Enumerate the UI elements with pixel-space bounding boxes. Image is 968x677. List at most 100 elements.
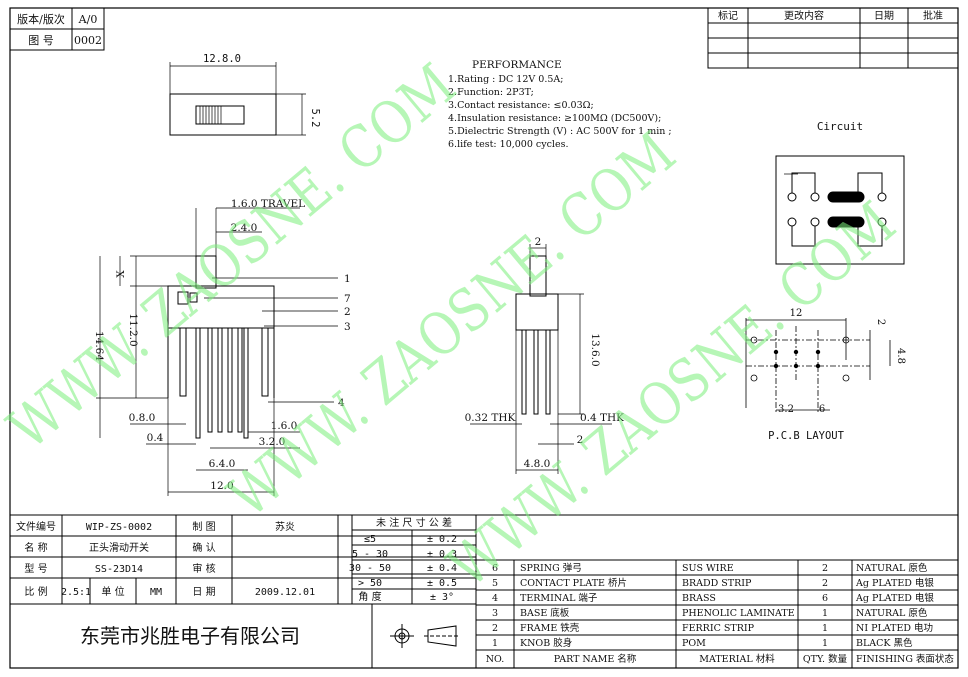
- tol-range: 角 度: [358, 590, 381, 603]
- bom-no: 6: [492, 563, 498, 574]
- bom-finish: Ag PLATED 电银: [855, 577, 934, 589]
- model-value: SS-23D14: [95, 564, 143, 575]
- bom-finish: NATURAL 原色: [856, 562, 928, 574]
- bom-header-part: PART NAME 名称: [554, 653, 637, 665]
- bom-part: BASE 底板: [520, 607, 570, 619]
- bom-material: FERRIC STRIP: [682, 623, 755, 634]
- tol-value: ± 0.3: [427, 549, 457, 560]
- file-no-label: 文件编号: [16, 520, 56, 533]
- unit-value: MM: [150, 587, 162, 598]
- bom-no: 5: [492, 578, 498, 589]
- dim-12: 12.0: [210, 480, 233, 492]
- performance-block: PERFORMANCE 1.Rating : DC 12V 0.5A; 2.Fu…: [448, 59, 672, 150]
- model-label: 型 号: [24, 562, 47, 575]
- dim-3-2: 3.2.0: [259, 436, 286, 448]
- drawn-value: 苏炎: [275, 520, 295, 533]
- name-value: 正头滑动开关: [89, 541, 149, 554]
- drawing-no-label: 图 号: [28, 34, 54, 47]
- circuit-diagram: [775, 155, 905, 265]
- bom-no: 1: [492, 638, 498, 649]
- bom-qty: 1: [822, 608, 828, 619]
- tol-value: ± 0.4: [427, 563, 457, 574]
- dim-top-width: 12.8.0: [203, 53, 241, 65]
- date-label: 日 期: [192, 586, 215, 598]
- sheet-border: [9, 7, 959, 669]
- tol-range: 30 - 50: [349, 563, 391, 574]
- bom-material: POM: [682, 638, 706, 649]
- bom-part: SPRING 弹弓: [520, 562, 582, 574]
- dim-x: X: [115, 270, 127, 278]
- pcb-dim-4-8: 4.8: [895, 348, 906, 364]
- dim-6-4: 6.4.0: [209, 458, 236, 470]
- bom-part: FRAME 铁壳: [520, 622, 580, 634]
- rev-header-date: 日期: [874, 10, 894, 22]
- file-no-value: WIP-ZS-0002: [86, 522, 152, 533]
- performance-item: 3.Contact resistance: ≤0.03Ω;: [448, 100, 594, 111]
- bom-finish: BLACK 黑色: [856, 637, 913, 649]
- top-view: [169, 62, 306, 136]
- pcb-dim-6: 6: [819, 404, 825, 415]
- pcb-layout: [745, 318, 891, 412]
- dim-1-6: 1.6.0: [271, 420, 298, 432]
- callout-1: 1: [344, 273, 351, 285]
- dim-side-top: 2: [535, 236, 542, 248]
- dim-4-8: 4.8.0: [524, 458, 551, 470]
- performance-item: 5.Dielectric Strength (V) : AC 500V for …: [448, 126, 672, 137]
- review-label: 审 核: [192, 562, 215, 575]
- bom-header-material: MATERIAL 材料: [699, 653, 775, 665]
- front-view: [96, 207, 338, 496]
- callout-4: 4: [338, 397, 345, 409]
- bom-no: 4: [492, 593, 498, 604]
- circuit-title: Circuit: [817, 120, 863, 133]
- date-value: 2009.12.01: [255, 587, 315, 598]
- unit-label: 单 位: [101, 585, 124, 598]
- performance-item: 6.life test: 10,000 cycles.: [448, 139, 568, 150]
- performance-item: 4.Insulation resistance: ≥100MΩ (DC500V)…: [448, 113, 661, 124]
- projection-symbol-icon: [390, 624, 460, 648]
- bom-header-no: NO.: [486, 654, 505, 665]
- dim-thk-0-4: 0.4 THK: [580, 412, 624, 424]
- bom-table: 6 SPRING 弹弓 SUS WIRE 2 NATURAL 原色 5 CONT…: [486, 562, 955, 665]
- performance-item: 1.Rating : DC 12V 0.5A;: [448, 74, 563, 85]
- bom-finish: NI PLATED 电功: [856, 622, 933, 634]
- drawing-no-value: 0002: [74, 34, 102, 47]
- bom-material: PHENOLIC LAMINATE: [682, 608, 795, 619]
- bom-header-qty: QTY. 数量: [803, 653, 848, 665]
- version-box: 版本/版次 A/0 图 号 0002: [9, 7, 105, 51]
- performance-title: PERFORMANCE: [472, 59, 562, 71]
- dim-0-8: 0.8.0: [129, 412, 156, 424]
- bom-header-finish: FINISHING 表面状态: [856, 653, 954, 665]
- rev-header-content: 更改内容: [784, 9, 824, 22]
- bom-material: BRASS: [682, 593, 716, 604]
- dim-13-6: 13.6.0: [589, 333, 601, 366]
- bom-no: 3: [492, 608, 498, 619]
- name-label: 名 称: [24, 541, 47, 554]
- dim-14-64: 14.64: [93, 331, 105, 361]
- dim-top-height: 5.2: [309, 109, 321, 128]
- scale-value: 2.5:1: [61, 587, 91, 598]
- tol-value: ± 3°: [430, 592, 454, 603]
- pcb-dim-12: 12: [790, 308, 803, 319]
- pcb-dim-2: 2: [875, 319, 886, 325]
- pcb-dim-3-2: 3.2: [778, 404, 794, 415]
- tol-value: ± 0.2: [427, 534, 457, 545]
- bom-finish: NATURAL 原色: [856, 607, 928, 619]
- rev-header-approve: 批准: [923, 9, 943, 22]
- drawn-label: 制 图: [192, 520, 215, 533]
- bom-qty: 1: [822, 638, 828, 649]
- bom-qty: 2: [822, 563, 828, 574]
- bom-part: KNOB 胶身: [520, 637, 572, 649]
- tol-range: ≤5: [364, 534, 376, 545]
- dim-thk-0-32: 0.32 THK: [465, 412, 516, 424]
- confirm-label: 确 认: [192, 541, 215, 554]
- tol-range: > 50: [358, 578, 382, 589]
- tol-value: ± 0.5: [427, 578, 457, 589]
- scale-label: 比 例: [24, 585, 47, 598]
- dim-0-4: 0.4: [147, 432, 164, 444]
- bom-qty: 6: [822, 593, 828, 604]
- bom-part: TERMINAL 端子: [520, 592, 598, 604]
- dim-side-2: 2: [577, 434, 584, 446]
- bom-finish: Ag PLATED 电银: [855, 592, 934, 604]
- side-view: [470, 244, 612, 474]
